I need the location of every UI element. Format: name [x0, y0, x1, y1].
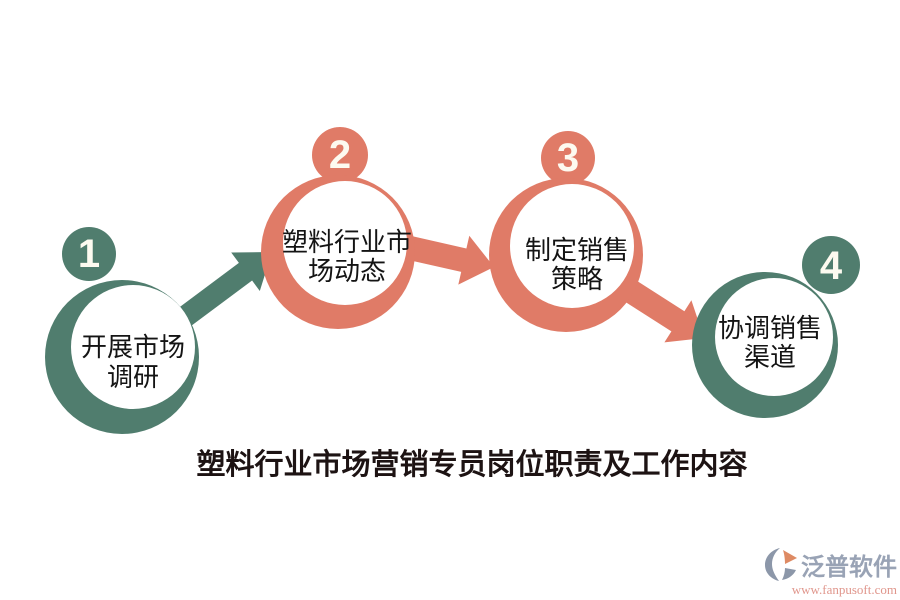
diagram-title: 塑料行业市场营销专员岗位职责及工作内容: [196, 449, 748, 481]
step-1-number-badge: [62, 227, 116, 281]
step-1-inner-circle: [71, 285, 195, 409]
step-3-number: 3: [557, 136, 579, 180]
step-4-number: 4: [820, 244, 843, 288]
step-1-number: 1: [78, 232, 100, 276]
step-3-label-line-1: 制定销售: [525, 235, 629, 265]
watermark: 泛普软件 www.fanpusoft.com: [747, 547, 897, 598]
arrow-2-to-3-icon: [407, 235, 494, 285]
step-4-label-line-1: 协调销售: [718, 313, 822, 343]
step-1-label-line-1: 开展市场: [81, 332, 185, 362]
step-3-group: 3 制定销售 策略: [489, 131, 643, 332]
step-2-label-line-1: 塑料行业市: [282, 227, 412, 257]
fanpu-logo-icon: [765, 548, 797, 581]
step-4-inner-circle: [715, 278, 833, 396]
watermark-brand-row: 泛普软件: [747, 547, 897, 582]
step-2-number-badge: [312, 127, 368, 183]
step-3-label-line-2: 策略: [551, 264, 603, 294]
step-2-inner-circle: [283, 181, 407, 305]
arrow-3-to-4-icon: [611, 272, 704, 343]
step-4-label-line-2: 渠道: [744, 342, 796, 372]
watermark-brand: 泛普软件: [801, 554, 897, 581]
step-3-number-badge: [541, 131, 595, 185]
watermark-url: www.fanpusoft.com: [791, 582, 897, 597]
step-3-inner-circle: [510, 184, 634, 308]
step-2-label-line-2: 场动态: [308, 256, 386, 286]
step-2-number: 2: [329, 133, 351, 177]
step-4-number-badge: [802, 236, 860, 294]
step-2-group: 2 塑料行业市 场动态: [261, 127, 415, 329]
arrow-1-to-2-icon: [171, 252, 272, 331]
step-4-group: 4 协调销售 渠道: [692, 236, 860, 418]
step-1-label-line-2: 调研: [107, 362, 159, 392]
step-1-group: 1 开展市场 调研: [45, 227, 199, 434]
